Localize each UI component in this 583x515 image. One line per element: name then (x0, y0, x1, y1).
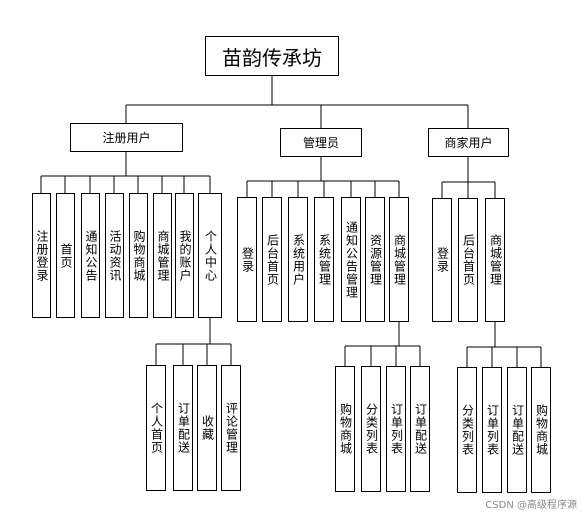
module-box: 系统管理 (314, 197, 334, 322)
module-box: 个人中心 (198, 193, 222, 318)
role-node-admin: 管理员 (280, 128, 362, 157)
module-box: 资源管理 (365, 197, 385, 322)
module-box: 登录 (432, 198, 452, 322)
module-box: 首页 (56, 193, 75, 318)
module-box: 后台首页 (458, 198, 478, 322)
root-node: 苗韵传承坊 (205, 36, 339, 76)
module-box: 登录 (237, 197, 257, 322)
module-box: 注册登录 (32, 193, 51, 318)
module-box: 我的账户 (175, 193, 194, 318)
module-box: 商城管理 (153, 193, 172, 318)
module-box: 通知公告管理 (341, 197, 361, 322)
role-node-registered-user: 注册用户 (70, 123, 183, 152)
submodule-box: 订单列表 (482, 367, 502, 493)
submodule-box: 购物商城 (531, 367, 551, 493)
submodule-box: 订单配送 (507, 367, 527, 493)
submodule-box: 评论管理 (221, 365, 241, 491)
module-box: 通知公告 (81, 193, 100, 318)
submodule-box: 个人首页 (146, 365, 166, 491)
module-box: 商城管理 (485, 198, 505, 322)
submodule-box: 收藏 (197, 365, 217, 491)
submodule-box: 购物商城 (335, 366, 355, 492)
role-node-merchant-user: 商家用户 (428, 128, 509, 157)
submodule-box: 订单配送 (173, 365, 193, 491)
submodule-box: 分类列表 (361, 366, 381, 492)
submodule-box: 分类列表 (457, 367, 477, 493)
module-box: 购物商城 (129, 193, 148, 318)
submodule-box: 订单配送 (410, 366, 430, 492)
module-box: 系统用户 (288, 197, 308, 322)
submodule-box: 订单列表 (386, 366, 406, 492)
watermark: CSDN @高级程序源 (485, 500, 577, 511)
module-box: 商城管理 (389, 197, 409, 322)
module-box: 活动资讯 (105, 193, 124, 318)
module-box: 后台首页 (262, 197, 282, 322)
